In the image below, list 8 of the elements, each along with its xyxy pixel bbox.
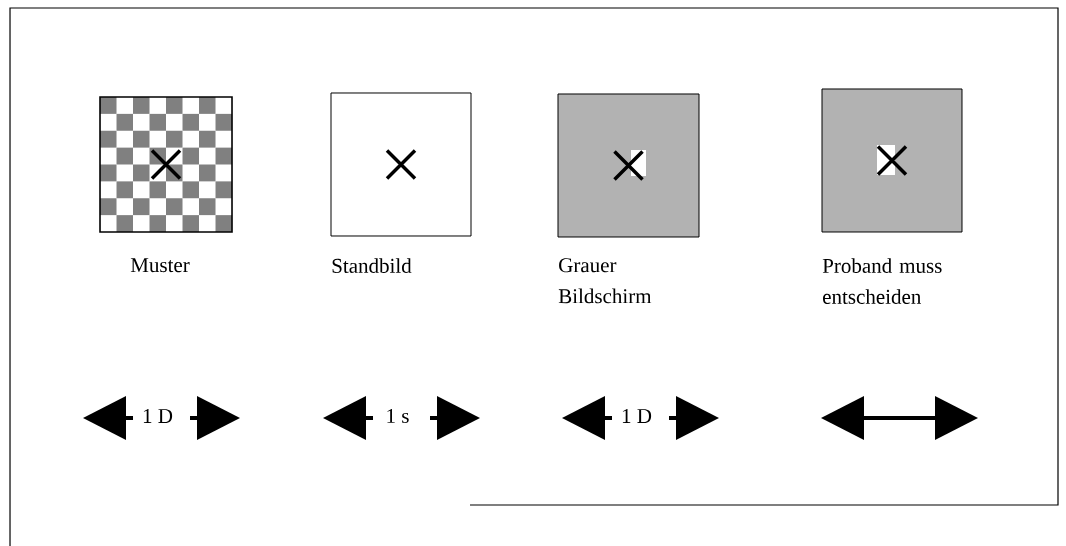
screen: Proband muss entscheiden <box>821 88 963 304</box>
screen: Grauer Bildschirm <box>557 93 700 304</box>
screen: Muster <box>99 96 233 273</box>
node-label: Proband muss entscheiden <box>822 258 942 304</box>
node-label: Muster <box>130 258 190 273</box>
node-label: Standbild <box>332 258 412 273</box>
node-label: Grauer Bildschirm <box>558 258 652 304</box>
screen: Standbild <box>330 92 472 273</box>
